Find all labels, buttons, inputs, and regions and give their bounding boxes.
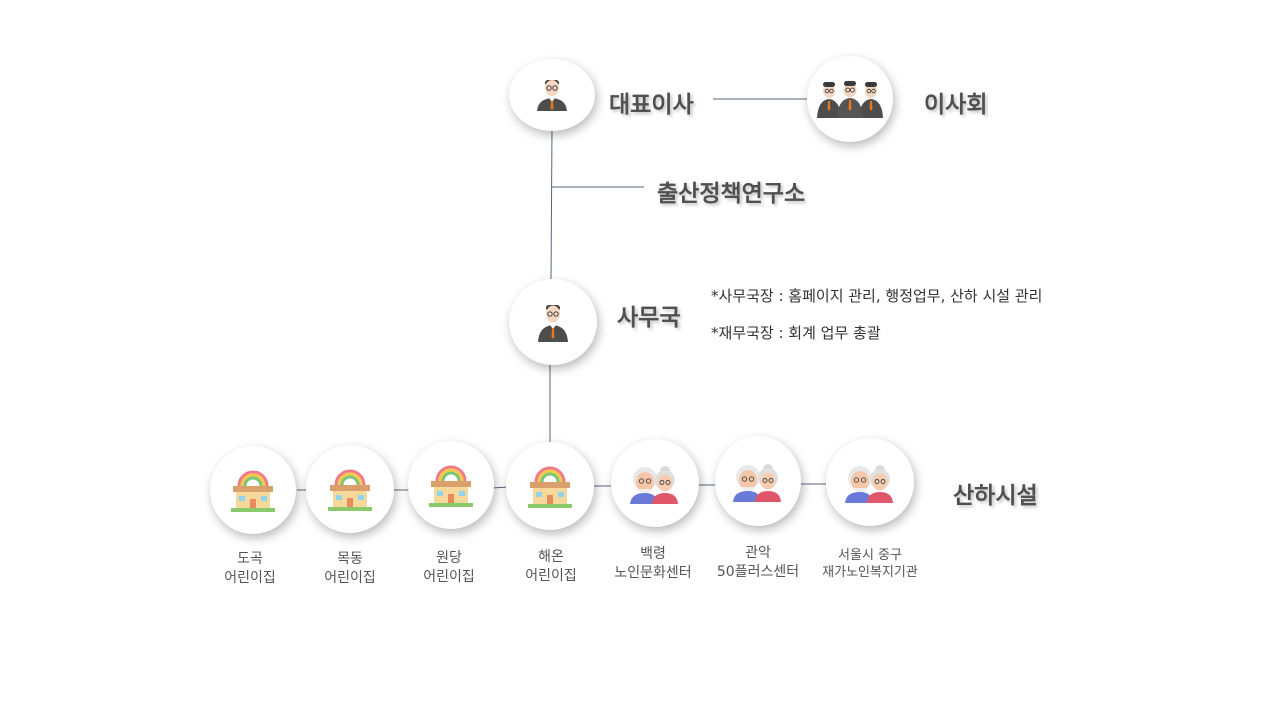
facility-type: 어린이집	[224, 570, 276, 586]
facility-node-mokdong	[306, 445, 394, 533]
elderly-couple-icon	[845, 465, 893, 503]
facility-name: 서울시 중구	[838, 548, 902, 563]
affiliates-label: 산하시설	[953, 483, 1038, 509]
elderly-couple-icon	[733, 464, 781, 502]
kindergarten-icon	[231, 470, 275, 512]
secretary-general-note: *사무국장 : 홈페이지 관리, 행정업무, 산하 시설 관리	[711, 287, 1043, 305]
facility-node-baengnyeong	[611, 439, 699, 527]
facility-type: 50플러스센터	[716, 564, 800, 580]
facility-node-dogok	[210, 446, 296, 534]
facility-name: 해온	[538, 549, 564, 565]
facility-type: 재가노인복지기관	[822, 565, 918, 580]
facility-node-gwanak	[715, 436, 801, 526]
facility-node-haeon	[506, 442, 594, 530]
kindergarten-icon	[528, 466, 572, 508]
facility-label-mokdong: 목동 어린이집	[324, 550, 376, 588]
executive-icon	[537, 80, 567, 111]
facility-label-wondang: 원당 어린이집	[423, 549, 475, 587]
facility-name: 관악	[745, 545, 771, 561]
ceo-node	[509, 59, 595, 131]
secretariat-label: 사무국	[617, 305, 681, 331]
facility-name: 목동	[337, 551, 363, 567]
secretariat-node	[509, 279, 597, 365]
kindergarten-icon	[328, 469, 372, 511]
finance-director-note: *재무국장 : 회계 업무 총괄	[711, 324, 881, 342]
facility-type: 노인문화센터	[614, 565, 692, 581]
institute-label: 출산정책연구소	[657, 181, 806, 207]
facility-node-wondang	[408, 441, 494, 529]
facility-node-junggu	[826, 438, 914, 526]
facility-label-dogok: 도곡 어린이집	[224, 550, 276, 588]
facility-type: 어린이집	[423, 569, 475, 585]
board-node	[807, 56, 893, 142]
elderly-couple-icon	[630, 466, 678, 504]
facility-name: 도곡	[237, 551, 263, 567]
board-members-icon	[817, 81, 883, 118]
kindergarten-icon	[429, 465, 473, 507]
facility-label-gwanak: 관악 50플러스센터	[717, 544, 799, 582]
facility-label-haeon: 해온 어린이집	[525, 548, 577, 586]
facility-type: 어린이집	[324, 570, 376, 586]
facility-type: 어린이집	[525, 568, 577, 584]
ceo-label: 대표이사	[609, 92, 694, 118]
board-label: 이사회	[924, 92, 988, 118]
facility-name: 원당	[436, 550, 462, 566]
ceo-secretariat-line	[550, 127, 553, 281]
executive-icon	[538, 305, 568, 342]
facility-name: 백령	[640, 546, 666, 562]
facility-label-junggu: 서울시 중구 재가노인복지기관	[822, 547, 918, 581]
facility-label-baengnyeong: 백령 노인문화센터	[614, 545, 691, 583]
